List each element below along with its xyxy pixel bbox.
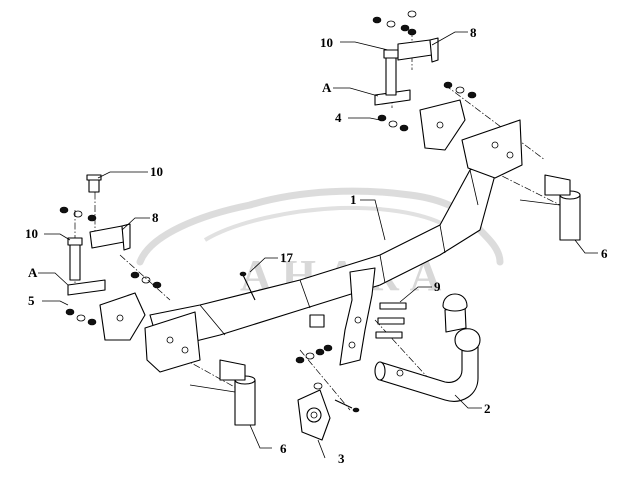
callout-3: 3: [338, 451, 345, 466]
callout-10-left: 10: [25, 226, 38, 241]
callout-5: 5: [28, 293, 35, 308]
callout-8-left: 8: [152, 210, 159, 225]
callout-4: 4: [335, 110, 342, 125]
watermark-car-roof: [203, 205, 446, 242]
right-end-tube: [519, 174, 581, 241]
callout-10-top: 10: [320, 35, 333, 50]
callout-6-bottom: 6: [280, 441, 287, 456]
callout-9: 9: [434, 279, 441, 294]
callout-labels: 1 2 3 4 5 6 6 8 8 9 10 10 10 17 A A: [25, 25, 608, 466]
leader-lines: [38, 31, 598, 459]
callout-6-right: 6: [601, 246, 608, 261]
socket-plate: [297, 382, 360, 441]
callout-10-mid: 10: [150, 164, 163, 179]
right-top-hardware: [372, 10, 477, 132]
bolt-set-9: [375, 302, 407, 339]
left-top-hardware: [59, 174, 162, 326]
callout-8-top: 8: [470, 25, 477, 40]
left-end-tube: [189, 359, 256, 426]
right-side-bracket: [419, 99, 523, 179]
tow-ball-neck: [374, 293, 481, 402]
ball-mount-bracket: [295, 267, 407, 366]
callout-17: 17: [280, 250, 294, 265]
callout-A-top: A: [322, 80, 332, 95]
callout-1: 1: [350, 192, 357, 207]
bolt-17: [239, 271, 256, 301]
callout-A-left: A: [28, 265, 38, 280]
watermark-car-outline: [136, 187, 504, 266]
left-side-bracket: [99, 292, 201, 373]
callout-2: 2: [484, 401, 491, 416]
